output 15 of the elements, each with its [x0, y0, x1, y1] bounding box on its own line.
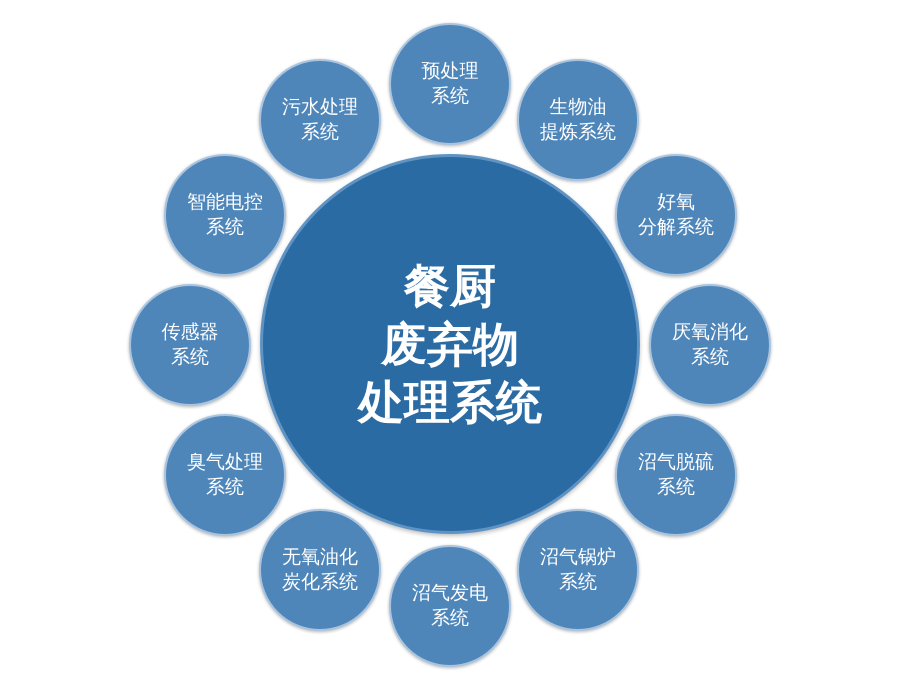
system-label: 沼气脱硫系统	[638, 450, 714, 500]
system-label: 传感器系统	[162, 320, 218, 370]
system-label: 好氧分解系统	[638, 190, 714, 240]
hub-title: 餐厨废弃物处理系统	[358, 258, 542, 431]
system-label: 沼气锅炉系统	[540, 545, 616, 595]
system-label: 臭气处理系统	[187, 450, 263, 500]
system-label: 厌氧消化系统	[672, 320, 748, 370]
system-label: 预处理系统	[422, 59, 478, 109]
system-label: 污水处理系统	[282, 95, 358, 145]
system-label: 智能电控系统	[187, 190, 263, 240]
system-label: 无氧油化炭化系统	[282, 545, 358, 595]
system-label: 生物油提炼系统	[540, 95, 616, 145]
system-circle	[517, 509, 639, 631]
system-circle	[259, 509, 381, 631]
system-label: 沼气发电系统	[412, 581, 488, 631]
